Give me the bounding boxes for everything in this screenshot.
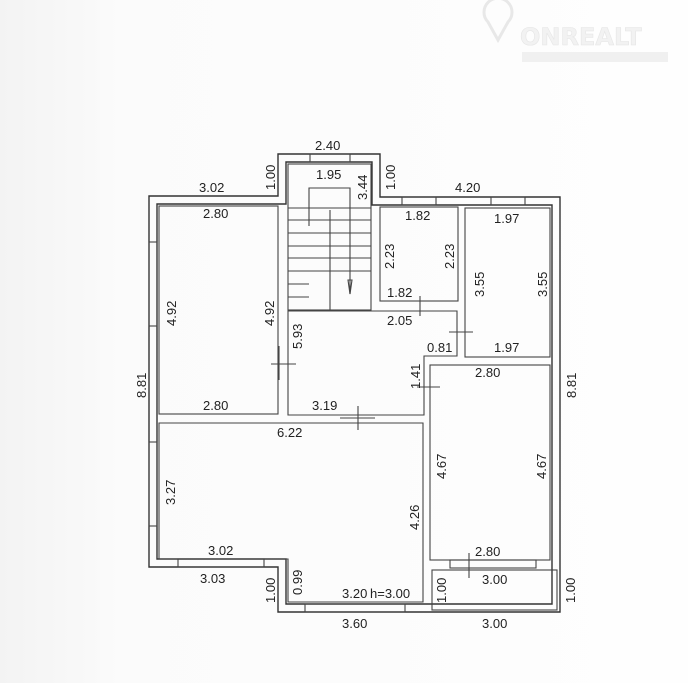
dim-left-top-width: 3.02 xyxy=(199,180,224,195)
dim-stair-right-offset: 1.00 xyxy=(383,165,398,190)
dim-stair-length: 3.44 xyxy=(355,175,370,200)
dim-hall-left: 5.93 xyxy=(290,324,305,349)
dim-living-left: 3.27 xyxy=(163,480,178,505)
dim-hall-step2: 1.41 xyxy=(408,364,423,389)
window-balcony-door xyxy=(449,559,537,569)
room-bedroom-right-upper xyxy=(464,207,551,358)
dim-right-top-width: 4.20 xyxy=(455,180,480,195)
dim-bottom-left-outer: 3.03 xyxy=(200,571,225,586)
windows xyxy=(148,153,537,613)
window-bedroom-right xyxy=(490,196,526,206)
dim-room1-left: 4.92 xyxy=(164,301,179,326)
dim-bath-left: 2.23 xyxy=(382,244,397,269)
dim-stair-left-offset: 1.00 xyxy=(263,165,278,190)
dim-living-bottom: 3.20 xyxy=(342,586,367,601)
living-room xyxy=(158,422,424,603)
home-pin-icon xyxy=(482,0,514,44)
dim-bottom-left-offset: 1.00 xyxy=(263,578,278,603)
dim-hall-step: 0.81 xyxy=(427,340,452,355)
dim-stair-top-width: 2.40 xyxy=(315,138,340,153)
room-bedroom-left xyxy=(158,205,279,415)
dim-stair-inner-width: 1.95 xyxy=(316,167,341,182)
window-bedroom-left xyxy=(148,241,158,327)
dim-balcony-depth-left: 1.00 xyxy=(434,578,449,603)
dim-left-total-height: 8.81 xyxy=(134,373,149,398)
dim-living-right: 4.26 xyxy=(407,505,422,530)
stairs xyxy=(288,187,371,310)
window-living-left xyxy=(148,441,158,527)
window-stair xyxy=(309,153,351,163)
window-living-bottom xyxy=(177,558,265,568)
dim-room2-top: 1.97 xyxy=(494,211,519,226)
dim-room2-left: 3.55 xyxy=(472,272,487,297)
window-bathroom xyxy=(401,196,437,206)
doors xyxy=(271,296,473,578)
dim-room2-right: 3.55 xyxy=(535,272,550,297)
logo-text: ONREALT xyxy=(520,23,642,51)
dim-room2-bottom: 1.97 xyxy=(494,340,519,355)
dim-bath-right: 2.23 xyxy=(442,244,457,269)
dim-room1-right: 4.92 xyxy=(262,301,277,326)
logo-subtitle-bar xyxy=(522,52,668,62)
dim-right-total-height: 8.81 xyxy=(564,373,579,398)
dim-bottom-mid-outer: 3.60 xyxy=(342,616,367,631)
dim-ceiling-height: h=3.00 xyxy=(370,586,410,601)
dim-balcony-depth-right: 1.00 xyxy=(563,578,578,603)
dim-living-notch: 0.99 xyxy=(290,570,305,595)
hall xyxy=(287,310,458,416)
window-living-bottom2 xyxy=(304,603,406,613)
dim-bath-top: 1.82 xyxy=(405,208,430,223)
dim-living-top: 6.22 xyxy=(277,425,302,440)
outer-wall-inner-line xyxy=(156,161,553,605)
room-bathroom xyxy=(379,206,459,302)
dim-room1-top: 2.80 xyxy=(203,206,228,221)
dim-room1-bottom: 2.80 xyxy=(203,398,228,413)
dim-hall-bottom: 3.19 xyxy=(312,398,337,413)
dim-balcony-width: 3.00 xyxy=(482,572,507,587)
dim-bath-bottom: 1.82 xyxy=(387,285,412,300)
dim-room3-right: 4.67 xyxy=(534,454,549,479)
dim-room3-bottom: 2.80 xyxy=(475,544,500,559)
onrealt-logo: ONREALT xyxy=(482,0,668,62)
dim-room3-left: 4.67 xyxy=(434,454,449,479)
dim-hall-top: 2.05 xyxy=(387,313,412,328)
dimension-labels: 2.40 1.00 1.00 3.02 4.20 8.81 8.81 1.95 … xyxy=(134,138,579,631)
dim-balcony-outer: 3.00 xyxy=(482,616,507,631)
balcony xyxy=(431,569,558,611)
dim-living-bottom-left: 3.02 xyxy=(208,543,233,558)
dim-room3-top: 2.80 xyxy=(475,365,500,380)
